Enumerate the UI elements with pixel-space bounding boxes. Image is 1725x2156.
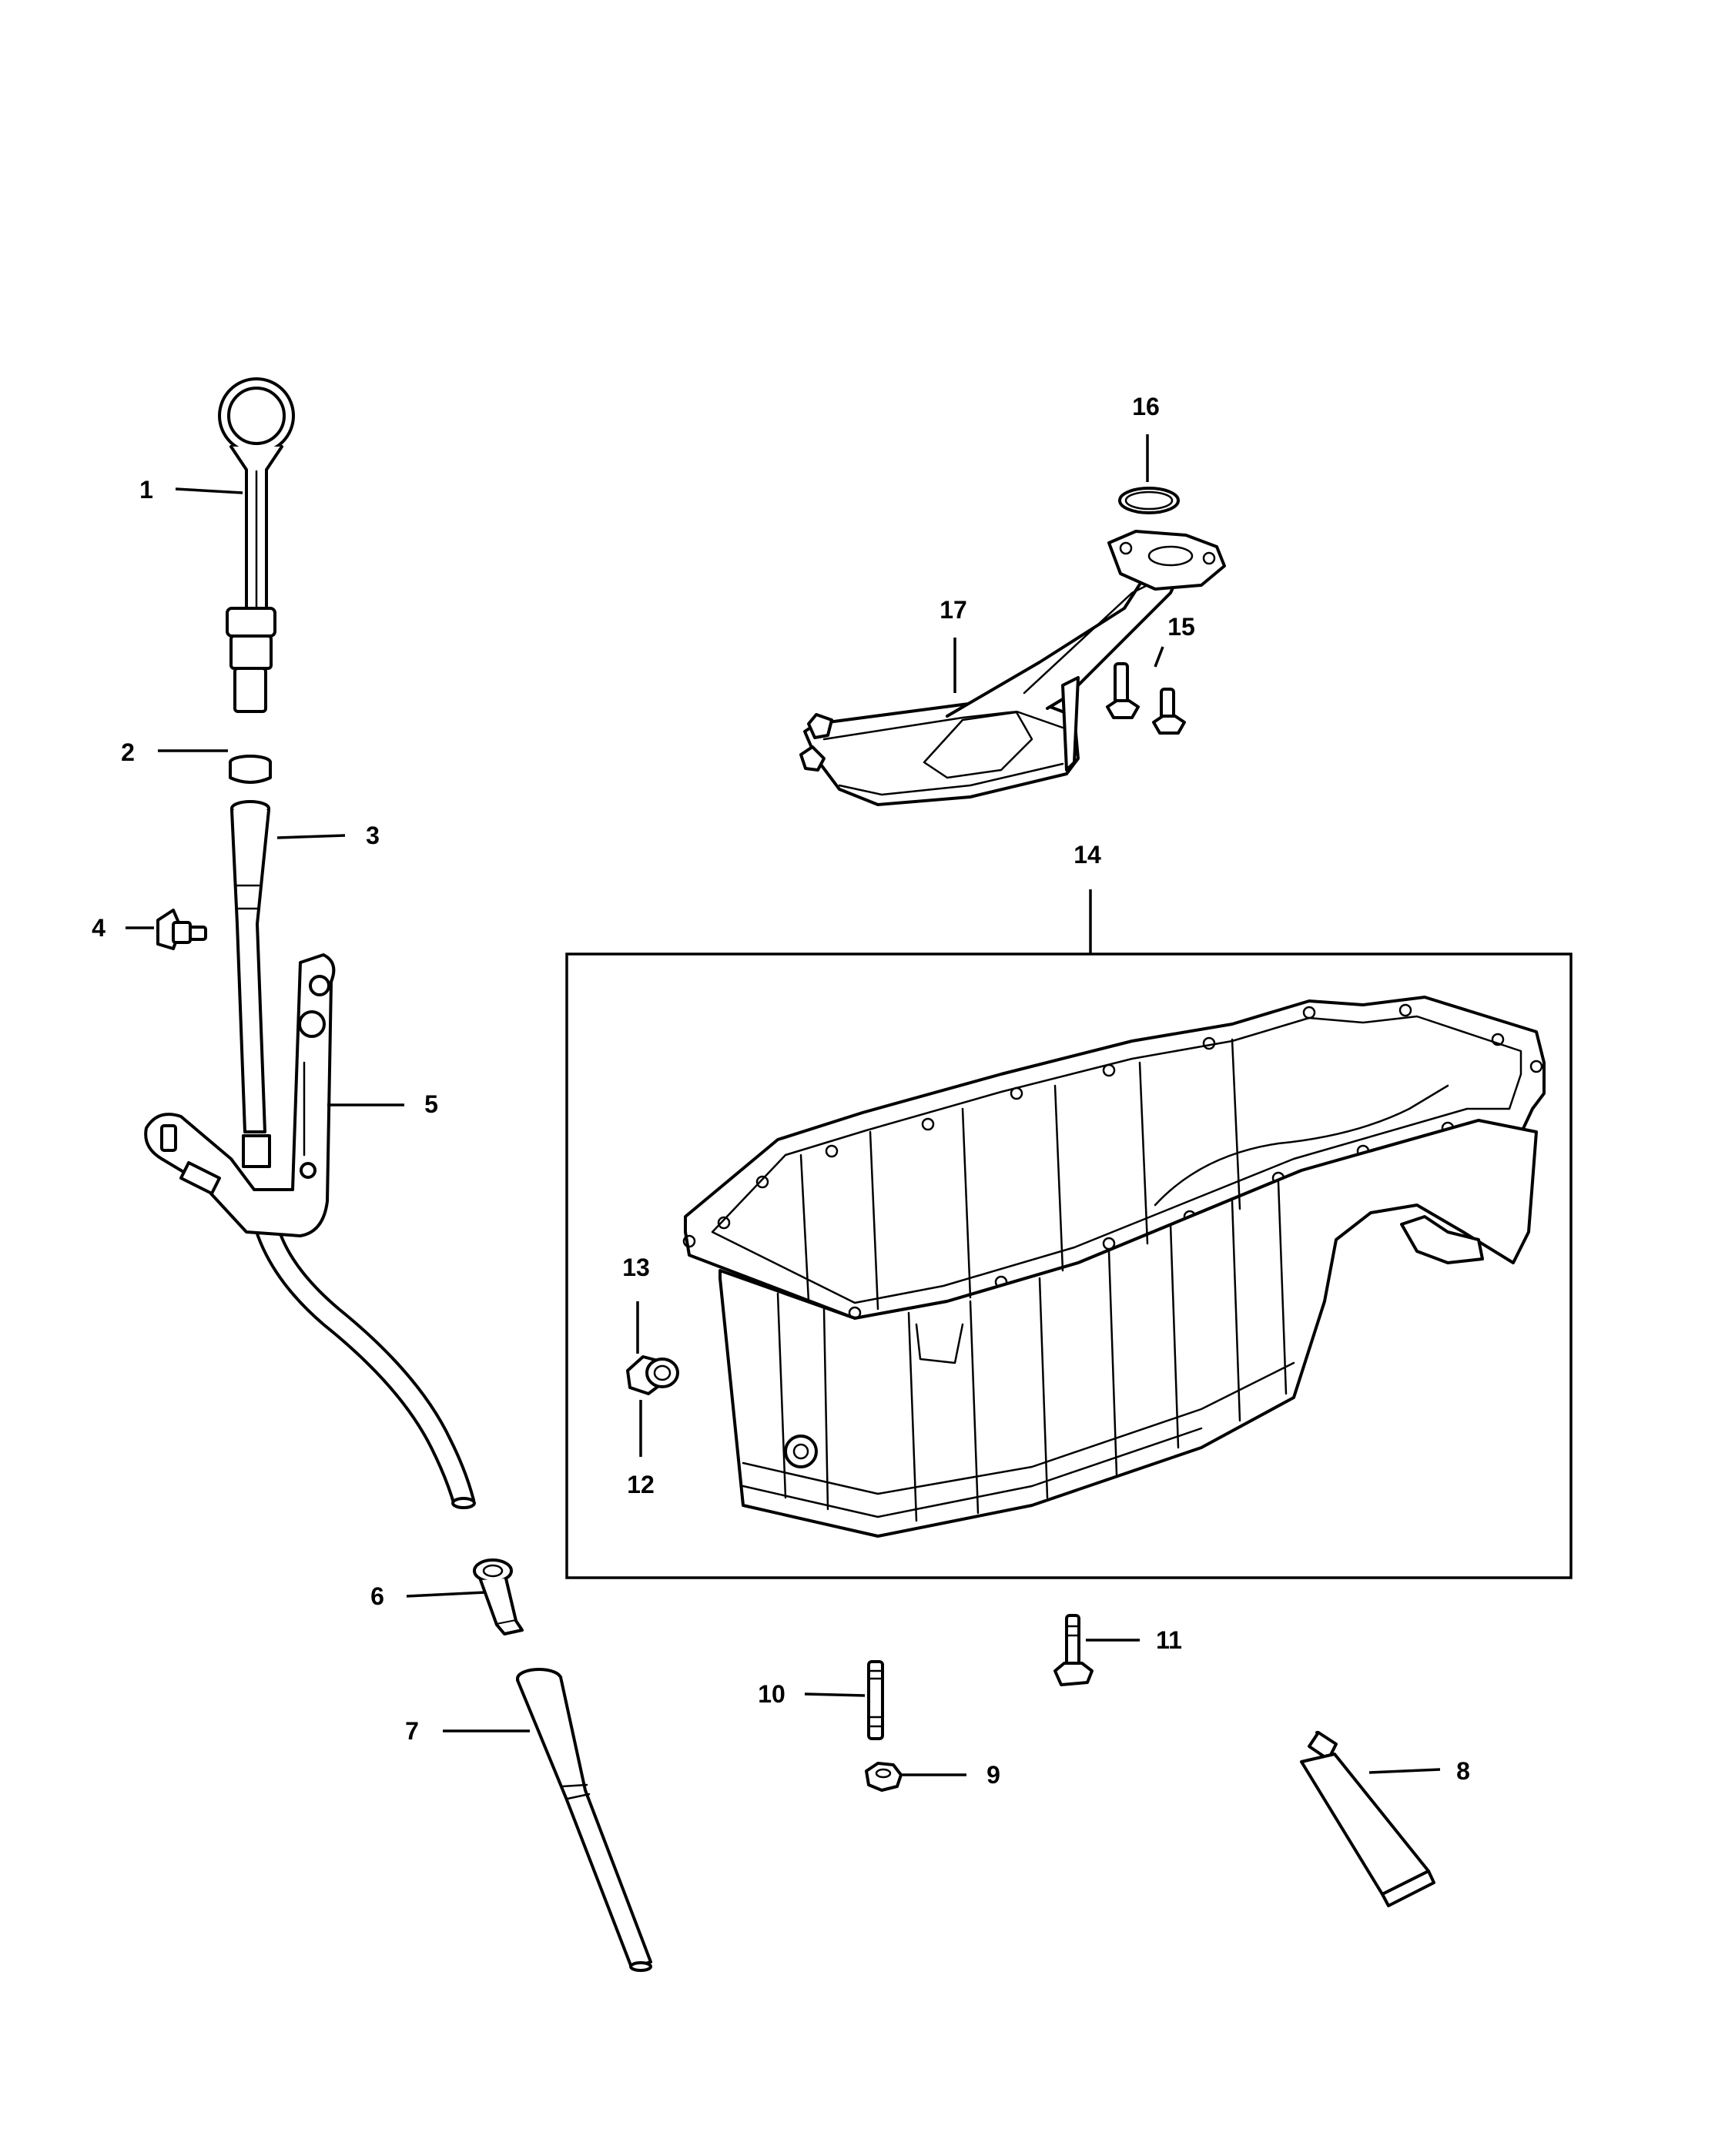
bracket-bolt [156,909,207,950]
callout-6: 6 [370,1582,384,1610]
pan-ribs [776,1038,1288,1522]
callout-17: 17 [940,596,967,624]
tube-grommet [473,1558,524,1635]
callout-16: 16 [1132,393,1160,420]
tube-bracket [144,953,336,1237]
oil-pan-box [565,952,1573,1579]
callout-12: 12 [627,1471,655,1498]
sealant-tube [1300,1731,1435,1907]
callout-8: 8 [1456,1757,1470,1785]
pickup-o-ring [1118,487,1180,514]
stud [867,1660,884,1740]
oil-pan [682,996,1546,1538]
callout-1: 1 [139,476,153,504]
callout-2: 2 [121,738,135,766]
callout-4: 4 [92,914,106,942]
callout-5: 5 [424,1090,438,1118]
callout-3: 3 [366,822,380,849]
callout-15: 15 [1167,613,1195,641]
callout-13: 13 [622,1254,650,1281]
oil-pickup-tube [799,530,1226,806]
callout-9: 9 [986,1761,1000,1789]
callout-10: 10 [758,1680,785,1708]
leader-lines [126,434,1441,1776]
pan-bolt [1053,1614,1094,1686]
dipstick-tube [230,800,476,1509]
dipstick-seal [229,755,272,784]
pickup-bolts [1106,662,1186,735]
dipstick [218,377,295,713]
callout-7: 7 [405,1717,419,1745]
drain-plug [626,1355,679,1395]
oil-fill-tube [516,1668,652,1972]
callout-14: 14 [1074,841,1101,869]
stud-nut [865,1762,903,1792]
callout-11: 11 [1156,1626,1182,1654]
